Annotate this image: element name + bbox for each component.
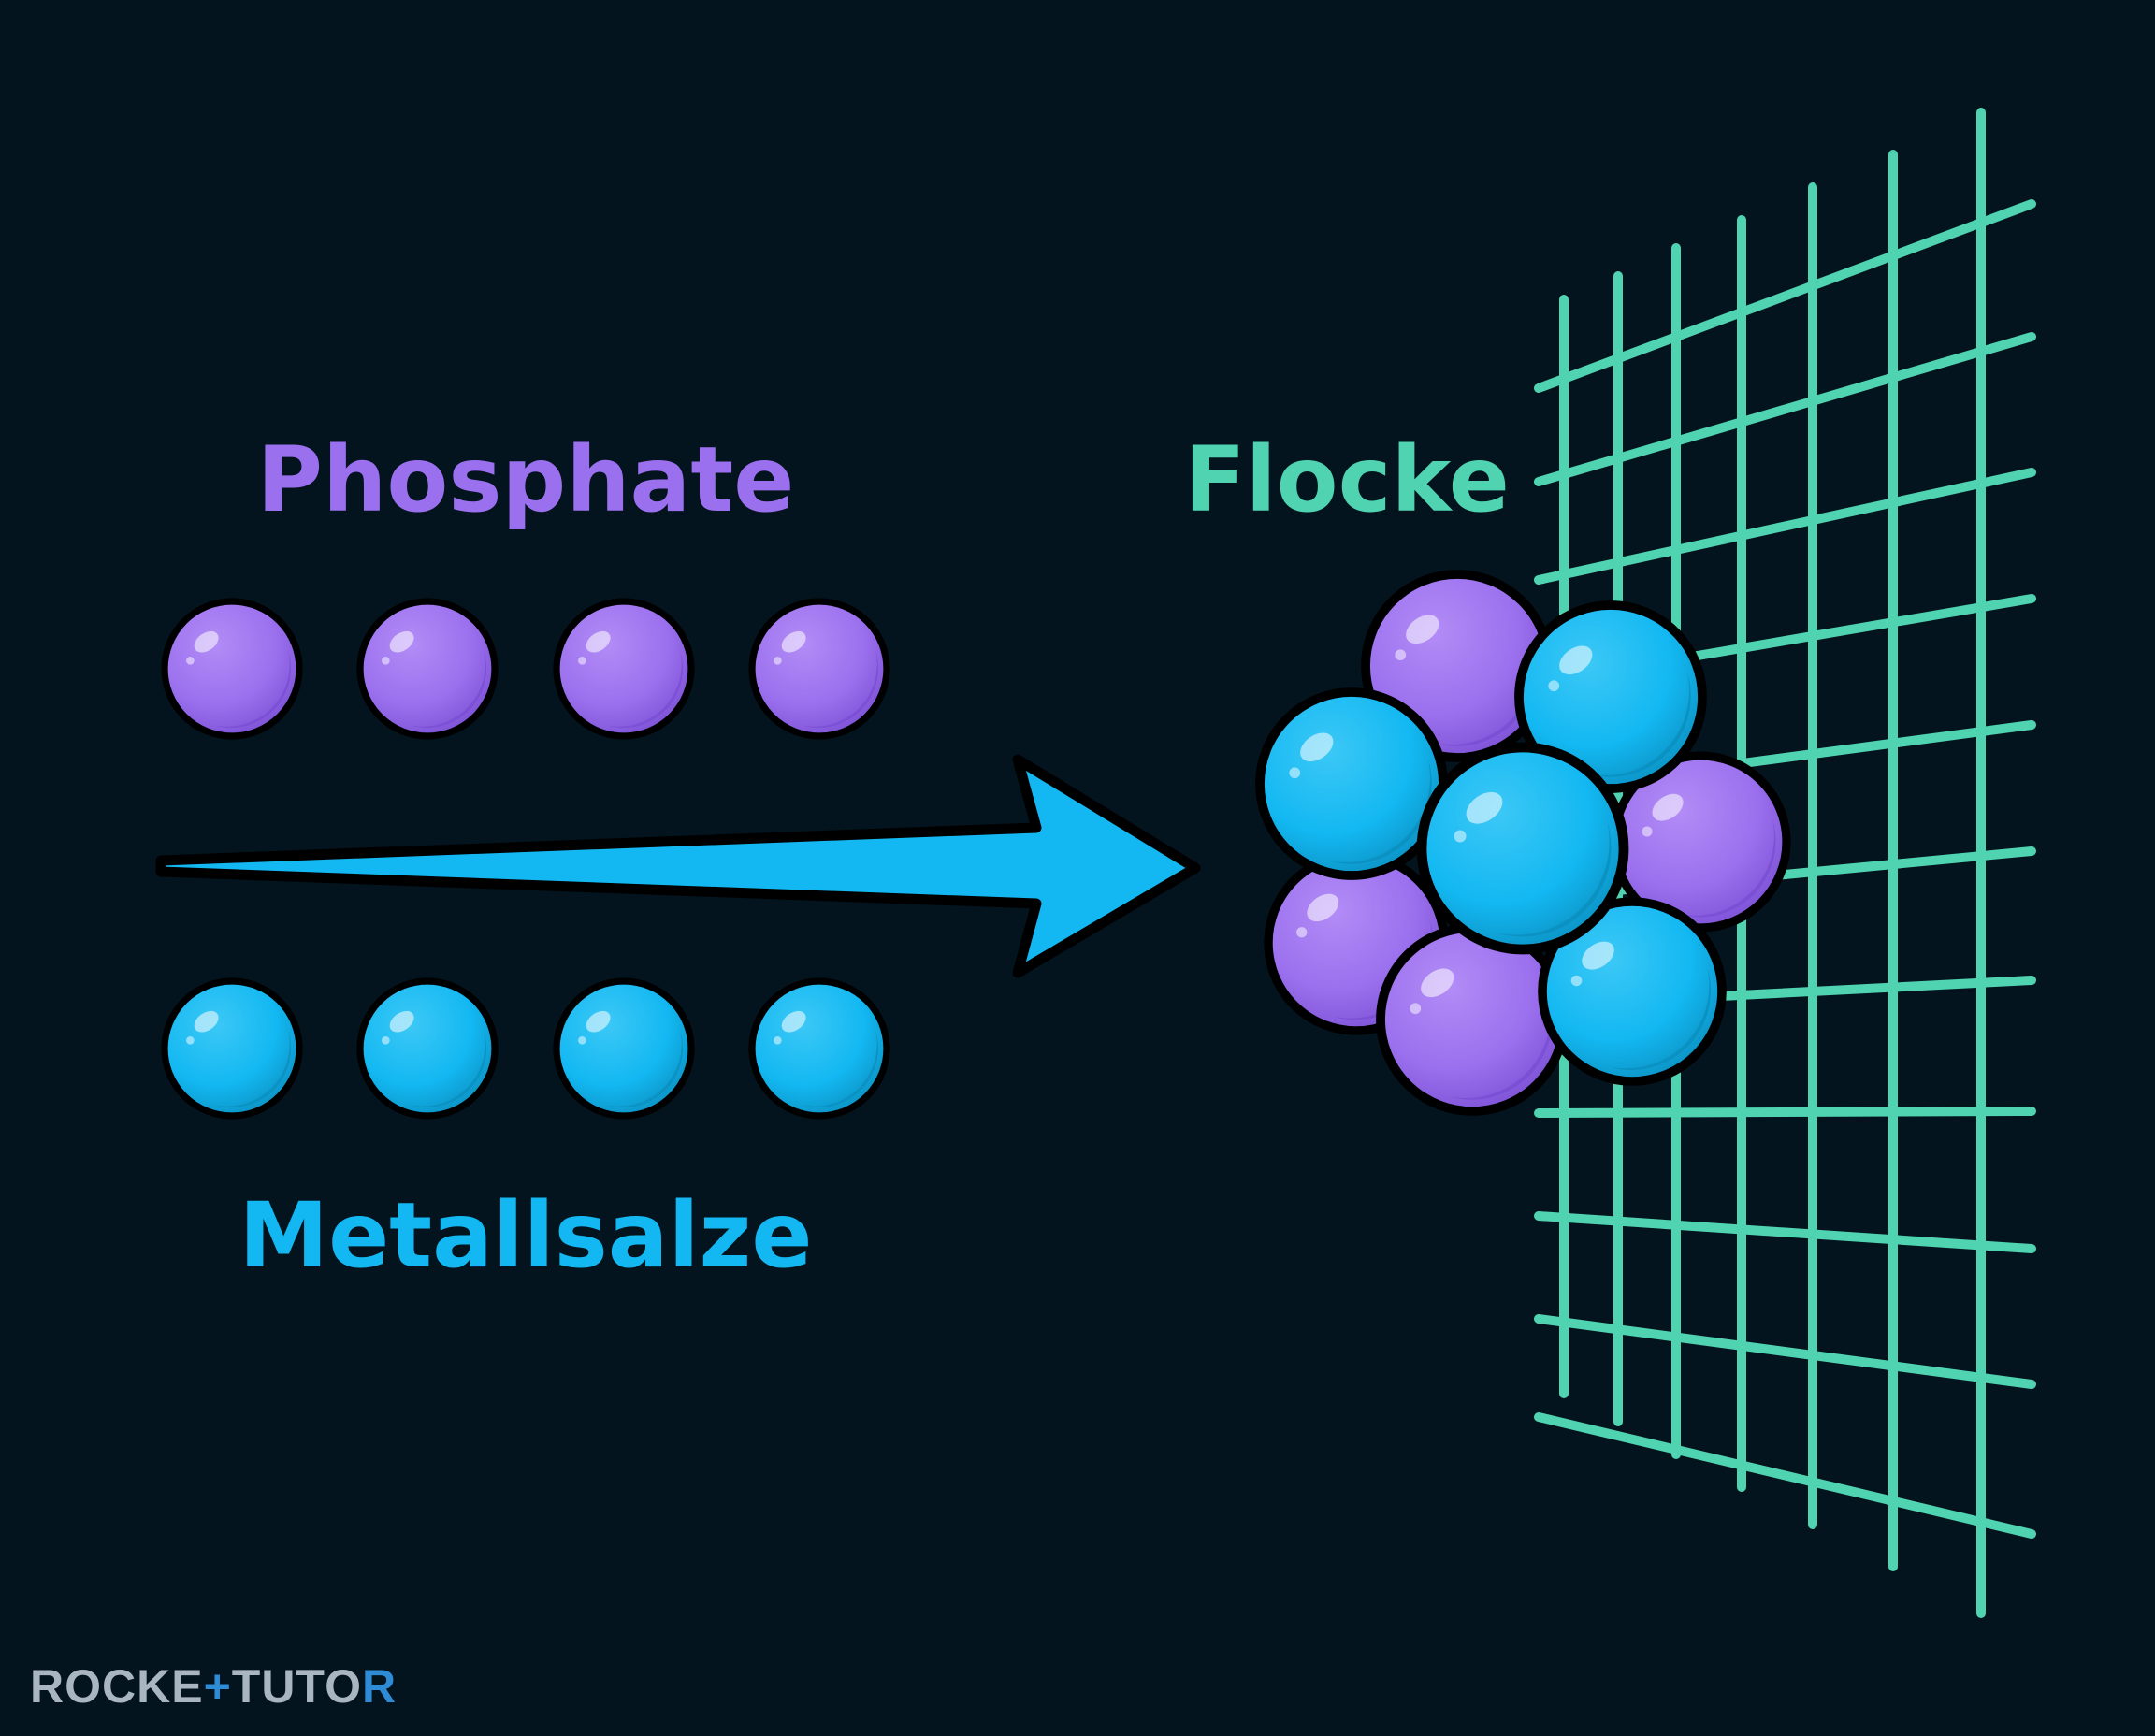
floc-label: Flocke [1184,427,1510,532]
phosphate-particles [161,598,890,740]
metal-salt-particles [161,977,890,1120]
metal-salt-particle [748,977,890,1120]
metal-salt-particle [161,977,303,1120]
floc-metal-particle [1255,687,1448,880]
floc-phosphate-particle [1376,923,1569,1116]
metal-salts-label: Metallsalze [239,1183,813,1288]
floc-metal-particle [1538,897,1727,1086]
logo-part-1: ROCKE [30,1660,204,1713]
floc-metal-particle [1514,600,1707,793]
logo-part-3: R [362,1660,397,1713]
phosphate-label: Phosphate [257,427,795,532]
phosphate-particle [553,598,695,740]
metal-salt-particle [356,977,499,1120]
phosphate-particle [161,598,303,740]
arrow-right-icon [155,754,1201,978]
floc-metal-particle [1416,742,1629,955]
logo-part-2: TUTO [232,1660,362,1713]
phosphate-particle [748,598,890,740]
svg-text:ROCKE+TUTOR: ROCKE+TUTOR [30,1660,397,1713]
floc-cluster-icon [1255,570,1791,1116]
metal-salt-particle [553,977,695,1120]
rocket-tutor-logo: ROCKE+TUTOR [30,1660,397,1713]
phosphate-particle [356,598,499,740]
